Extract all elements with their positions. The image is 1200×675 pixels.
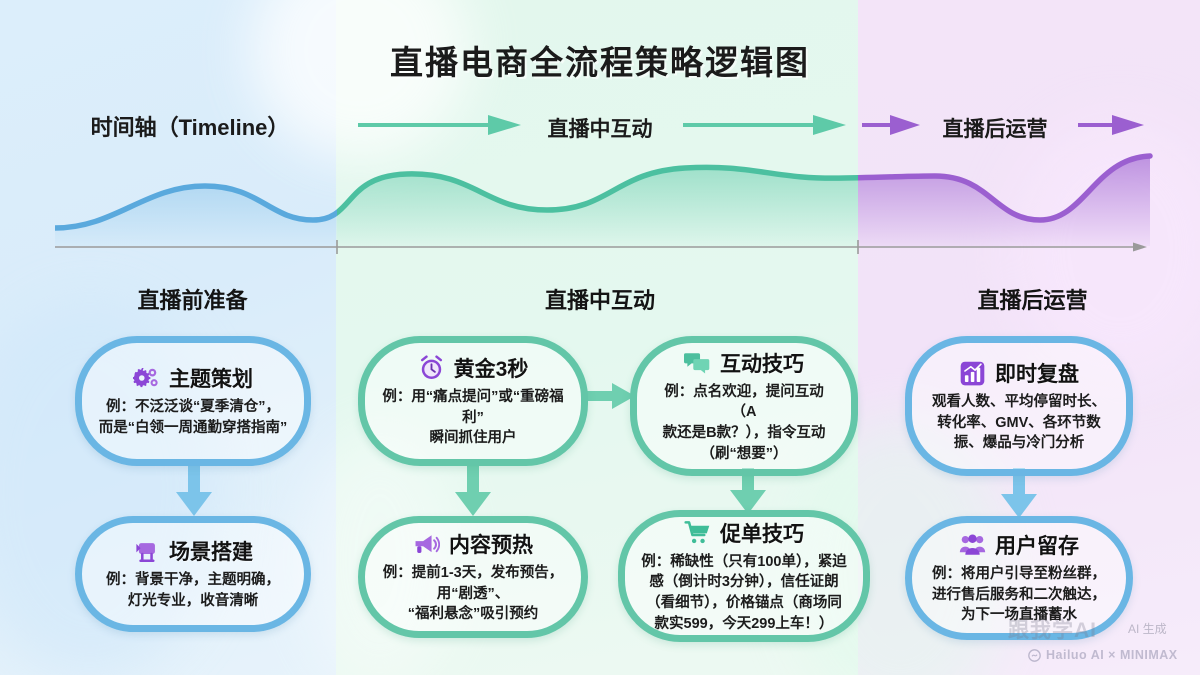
card-title: 即时复盘 bbox=[995, 363, 1079, 387]
wave-line-post bbox=[858, 153, 1153, 223]
phase-label-live: 直播中互动 bbox=[547, 118, 653, 141]
alarm-clock-icon bbox=[420, 355, 442, 379]
card-body: 例：用“痛点提问”或“重磅福利”瞬间抓住用户 bbox=[382, 389, 564, 447]
connector-golden-to-preheat-icon bbox=[455, 466, 491, 516]
card-body: 例：背景干净，主题明确，灯光专业，收音清晰 bbox=[106, 572, 280, 609]
card-header: 场景搭建 bbox=[133, 536, 253, 566]
card-instant-review[interactable]: 即时复盘 观看人数、平均停留时长、转化率、GMV、各环节数振、爆品与冷门分析 bbox=[905, 336, 1133, 476]
arrow-to-live-left-icon bbox=[358, 115, 521, 135]
card-title: 主题策划 bbox=[169, 368, 253, 392]
card-title: 互动技巧 bbox=[720, 352, 804, 376]
card-header: 即时复盘 bbox=[959, 358, 1079, 388]
card-content-preheat[interactable]: 内容预热 例：提前1-3天，发布预告，用“剧透”、“福利悬念”吸引预约 bbox=[358, 516, 588, 638]
page-title: 直播电商全流程策略逻辑图 bbox=[390, 44, 810, 81]
card-title: 用户留存 bbox=[995, 535, 1079, 559]
card-title: 场景搭建 bbox=[169, 541, 253, 565]
card-title: 内容预热 bbox=[449, 534, 533, 558]
card-golden-3-seconds[interactable]: 黄金3秒 例：用“痛点提问”或“重磅福利”瞬间抓住用户 bbox=[358, 336, 588, 466]
column-heading-live: 直播中互动 bbox=[544, 288, 655, 313]
connector-theme-to-scene-icon bbox=[176, 466, 212, 516]
card-body: 例：稀缺性（只有100单），紧迫感（倒计时3分钟），信任证朗（看细节），价格锚点… bbox=[641, 553, 847, 632]
connector-golden-to-inter-icon bbox=[586, 383, 635, 409]
wave-line-live bbox=[337, 164, 858, 216]
users-icon bbox=[959, 534, 986, 555]
card-header: 互动技巧 bbox=[684, 348, 804, 378]
gear-icon bbox=[133, 367, 158, 388]
megaphone-icon bbox=[415, 534, 440, 553]
timeline-axis-arrow-icon bbox=[1133, 242, 1147, 252]
card-title: 促单技巧 bbox=[720, 522, 804, 546]
card-body: 例：将用户引导至粉丝群，进行售后服务和二次触达，为下一场直播蓄水 bbox=[932, 566, 1106, 624]
column-heading-pre: 直播前准备 bbox=[137, 288, 248, 313]
card-user-retention[interactable]: 用户留存 例：将用户引导至粉丝群，进行售后服务和二次触达，为下一场直播蓄水 bbox=[905, 516, 1133, 640]
timeline-label: 时间轴（Timeline） bbox=[90, 115, 290, 140]
card-header: 用户留存 bbox=[959, 530, 1079, 560]
connector-review-to-retain-icon bbox=[1001, 468, 1037, 518]
arrow-to-live-right-icon bbox=[683, 115, 846, 135]
camera-icon bbox=[136, 542, 155, 562]
column-heading-post: 直播后运营 bbox=[977, 288, 1088, 313]
timeline-wave-chart bbox=[55, 153, 1153, 254]
card-body: 例：不泛泛谈“夏季清仓”，而是“白领一周通勤穿搭指南” bbox=[98, 399, 288, 436]
card-title: 黄金3秒 bbox=[453, 358, 529, 382]
shopping-cart-icon bbox=[684, 521, 710, 544]
phase-label-post: 直播后运营 bbox=[942, 118, 1048, 141]
arrow-to-post-left-icon bbox=[862, 115, 920, 135]
card-header: 内容预热 bbox=[413, 529, 533, 559]
wave-area-pre bbox=[55, 186, 337, 246]
card-scene-setup[interactable]: 场景搭建 例：背景干净，主题明确，灯光专业，收音清晰 bbox=[75, 516, 311, 632]
bar-chart-icon bbox=[960, 361, 985, 385]
card-order-push-skills[interactable]: 促单技巧 例：稀缺性（只有100单），紧迫感（倒计时3分钟），信任证朗（看细节）… bbox=[618, 510, 870, 642]
card-theme-planning[interactable]: 主题策划 例：不泛泛谈“夏季清仓”，而是“白领一周通勤穿搭指南” bbox=[75, 336, 311, 466]
arrow-to-post-right-icon bbox=[1078, 115, 1144, 135]
card-header: 黄金3秒 bbox=[418, 353, 529, 383]
connector-inter-to-order-icon bbox=[730, 468, 766, 514]
card-body: 观看人数、平均停留时长、转化率、GMV、各环节数振、爆品与冷门分析 bbox=[932, 394, 1106, 452]
chat-bubbles-icon bbox=[684, 353, 710, 374]
card-header: 促单技巧 bbox=[684, 518, 804, 548]
card-body: 例：提前1-3天，发布预告，用“剧透”、“福利悬念”吸引预约 bbox=[382, 565, 564, 623]
card-header: 主题策划 bbox=[133, 363, 253, 393]
wave-line-pre bbox=[55, 183, 337, 231]
